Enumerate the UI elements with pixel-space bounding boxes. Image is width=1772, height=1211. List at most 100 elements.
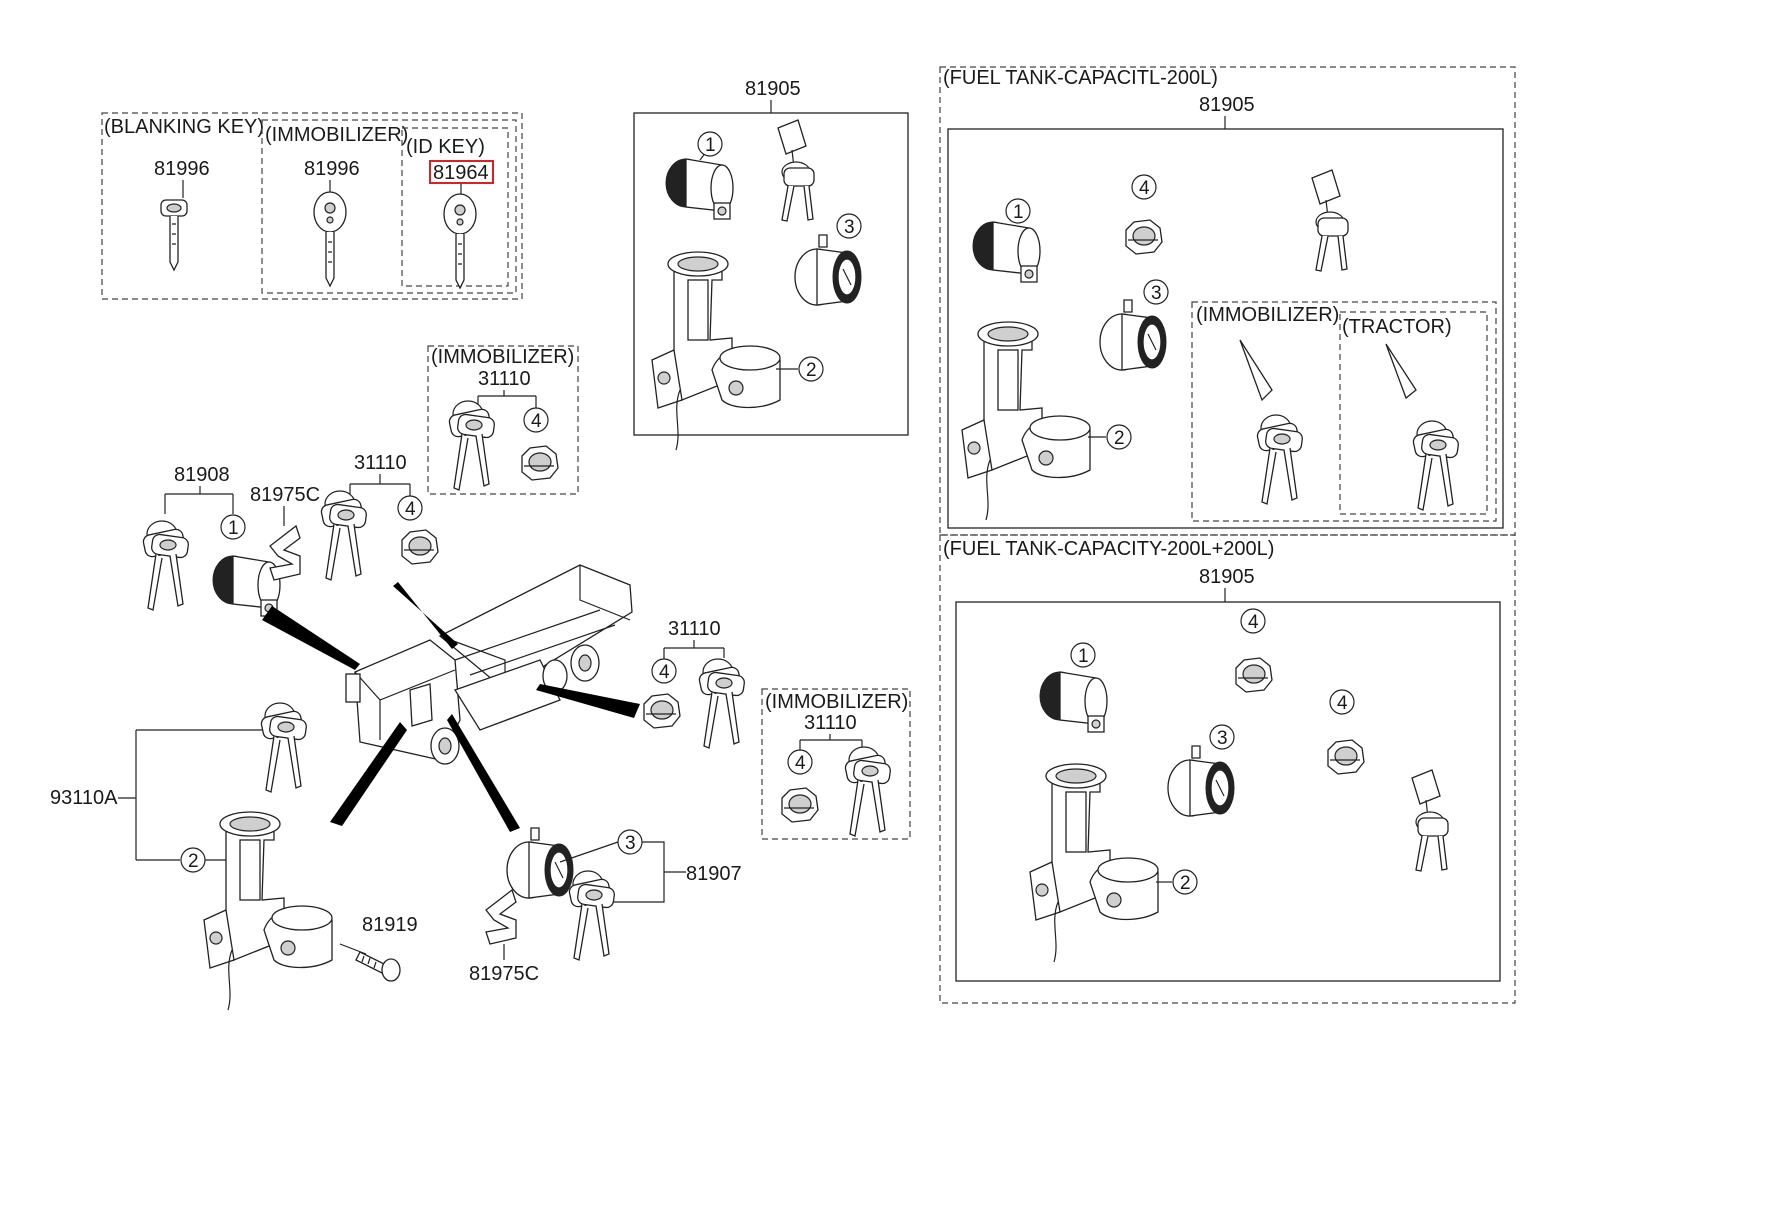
door-cylinder-icon bbox=[212, 555, 281, 617]
door-cylinder-icon bbox=[1039, 671, 1108, 733]
ignition-switch-icon bbox=[651, 251, 781, 451]
keyset-31110-middle: 31110 4 bbox=[319, 452, 439, 581]
key-set-icon bbox=[777, 119, 815, 222]
part-81907: 81907 bbox=[686, 863, 742, 885]
key-bunch-icon bbox=[141, 520, 190, 611]
lockset-81908: 81908 1 81975C bbox=[141, 464, 320, 617]
cap-nut-icon bbox=[521, 445, 559, 481]
keyset-31110-right: 31110 4 bbox=[643, 618, 746, 749]
fuel-tank-200l-200l-label: (FUEL TANK-CAPACITY-200L+200L) bbox=[943, 538, 1274, 560]
callout-4: 4 bbox=[659, 662, 670, 683]
blanking-key-label: (BLANKING KEY) bbox=[104, 116, 264, 138]
ignition-switch-icon bbox=[203, 811, 333, 1011]
callout-3: 3 bbox=[625, 833, 636, 854]
ignition-switch-icon bbox=[961, 321, 1091, 521]
pointer-81907 bbox=[447, 714, 520, 832]
cap-nut-icon bbox=[643, 693, 681, 729]
key-set-icon bbox=[1311, 169, 1349, 272]
tractor-label: (TRACTOR) bbox=[1342, 316, 1452, 338]
key-bunch-icon bbox=[567, 870, 616, 961]
cap-nut-icon bbox=[781, 787, 819, 823]
cap-lock-icon bbox=[1099, 299, 1167, 371]
pointer-31110-right bbox=[536, 684, 640, 718]
ignition-93110a: 93110A 2 bbox=[50, 702, 333, 1011]
part-93110a: 93110A bbox=[50, 787, 118, 809]
key-set-icon bbox=[1411, 769, 1449, 872]
part-81908: 81908 bbox=[174, 464, 230, 486]
id-key-label: (ID KEY) bbox=[406, 136, 485, 158]
callout-4: 4 bbox=[531, 411, 542, 432]
callout-1: 1 bbox=[1078, 646, 1089, 667]
part-81996-immobilizer: 81996 bbox=[304, 158, 360, 180]
key-bunch-icon bbox=[259, 702, 308, 793]
callout-4: 4 bbox=[1139, 178, 1150, 199]
part-81996-blank: 81996 bbox=[154, 158, 210, 180]
part-31110-upper: 31110 bbox=[478, 368, 531, 390]
immobilizer-31110-upper: (IMMOBILIZER) 31110 4 bbox=[427, 345, 579, 495]
callout-3: 3 bbox=[1217, 728, 1228, 749]
callout-4: 4 bbox=[1337, 693, 1348, 714]
retaining-clip-icon bbox=[485, 889, 517, 945]
fuel-tank-200l-group: (FUEL TANK-CAPACITL-200L) 81905 1 4 3 2 … bbox=[939, 66, 1516, 536]
immobilizer-key-bunch-icon bbox=[447, 400, 496, 491]
key-bunch-icon bbox=[697, 658, 746, 749]
cap-lock-icon bbox=[794, 234, 862, 306]
truck-illustration bbox=[262, 564, 640, 832]
part-81905-200l-200l: 81905 bbox=[1199, 566, 1255, 588]
cap-nut-icon bbox=[1235, 657, 1273, 693]
callout-4: 4 bbox=[405, 499, 416, 520]
lockset-81905-top: 81905 1 3 2 bbox=[633, 78, 909, 451]
immobilizer-key-bunch-icon bbox=[843, 746, 892, 837]
callout-2: 2 bbox=[188, 851, 199, 872]
door-cylinder-icon bbox=[972, 221, 1041, 283]
callout-2: 2 bbox=[1180, 873, 1191, 894]
part-31110-lower: 31110 bbox=[804, 712, 857, 734]
key-bunch-icon bbox=[319, 490, 368, 581]
part-81919: 81919 bbox=[362, 914, 418, 936]
cap-nut-icon bbox=[1327, 739, 1365, 775]
retaining-clip-icon bbox=[269, 525, 301, 581]
callout-2: 2 bbox=[806, 360, 817, 381]
part-81975c-lower: 81975C bbox=[469, 963, 539, 985]
door-cylinder-icon bbox=[665, 158, 734, 220]
part-81905-top: 81905 bbox=[745, 78, 801, 100]
part-81964[interactable]: 81964 bbox=[433, 162, 489, 184]
callout-2: 2 bbox=[1114, 428, 1125, 449]
cap-lock-icon bbox=[1167, 745, 1235, 817]
cap-nut-icon bbox=[401, 529, 439, 565]
cap-lock-icon bbox=[506, 827, 574, 899]
blanking-key-icon bbox=[160, 199, 188, 271]
immobilizer-key-label: (IMMOBILIZER) bbox=[265, 124, 408, 146]
pointer-81908 bbox=[262, 606, 360, 670]
part-81905-200l: 81905 bbox=[1199, 94, 1255, 116]
bolt-81919: 81919 bbox=[339, 914, 418, 982]
tractor-key-bunch-icon bbox=[1411, 420, 1460, 511]
id-key-icon bbox=[443, 193, 477, 289]
lockset-81907: 3 81907 81975C bbox=[469, 827, 742, 985]
immobilizer-key-bunch-icon bbox=[1255, 414, 1304, 505]
part-81975c-upper: 81975C bbox=[250, 484, 320, 506]
part-31110-right: 31110 bbox=[668, 618, 721, 640]
pointer-93110a bbox=[330, 722, 407, 826]
ignition-switch-icon bbox=[1029, 763, 1159, 963]
pointer-31110-middle bbox=[393, 582, 458, 649]
callout-1: 1 bbox=[228, 518, 239, 539]
immobilizer-label-200l: (IMMOBILIZER) bbox=[1196, 304, 1339, 326]
fuel-tank-200l-200l-group: (FUEL TANK-CAPACITY-200L+200L) 81905 1 4… bbox=[939, 534, 1516, 1004]
bolt-icon bbox=[381, 958, 401, 982]
cap-nut-icon bbox=[1125, 219, 1163, 255]
immobilizer-31110-lower: (IMMOBILIZER) 31110 4 bbox=[761, 688, 911, 840]
fuel-tank-200l-label: (FUEL TANK-CAPACITL-200L) bbox=[943, 67, 1218, 89]
id-key-group: (ID KEY) 81964 bbox=[401, 127, 509, 289]
callout-4: 4 bbox=[795, 753, 806, 774]
immobilizer-key-group: (IMMOBILIZER) 81996 bbox=[261, 119, 517, 294]
blanking-key-group: (BLANKING KEY) 81996 bbox=[101, 112, 523, 300]
callout-3: 3 bbox=[844, 217, 855, 238]
callout-1: 1 bbox=[1013, 202, 1024, 223]
callout-3: 3 bbox=[1151, 283, 1162, 304]
callout-1: 1 bbox=[705, 135, 716, 156]
immobilizer-label-lower: (IMMOBILIZER) bbox=[765, 691, 908, 713]
part-31110-middle: 31110 bbox=[354, 452, 407, 474]
callout-4: 4 bbox=[1248, 612, 1259, 633]
